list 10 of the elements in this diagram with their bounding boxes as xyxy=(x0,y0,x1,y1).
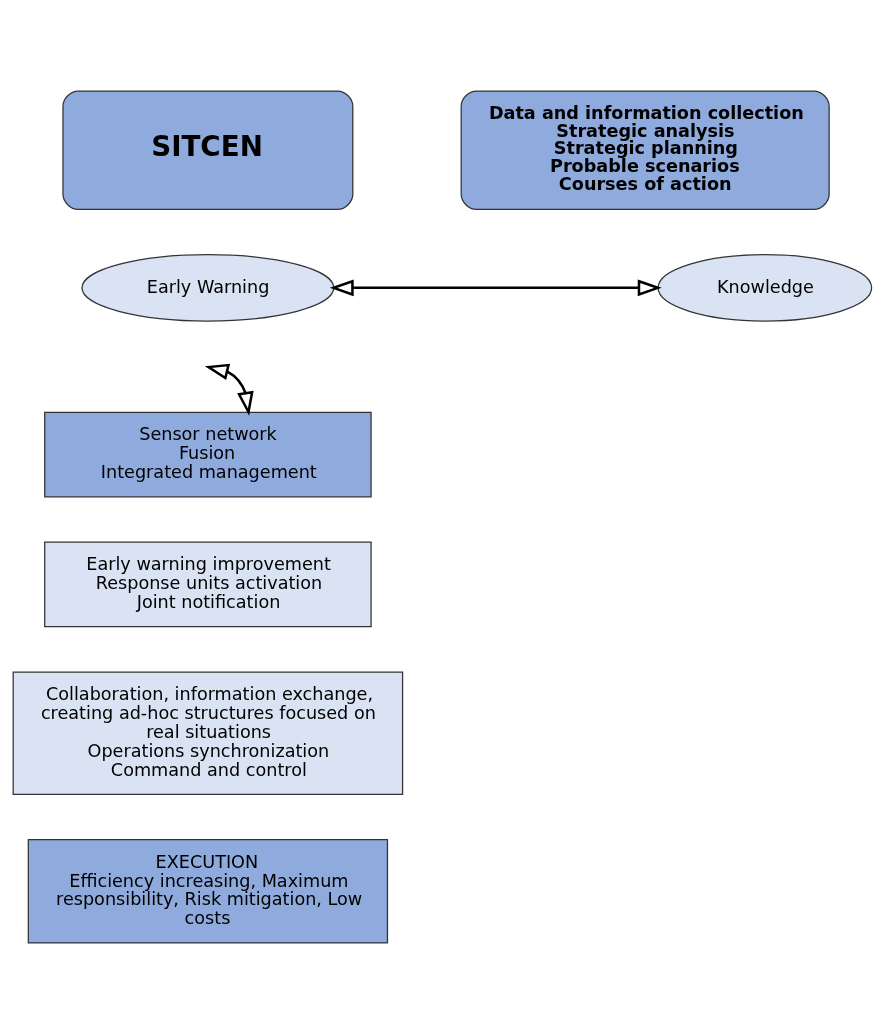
node-box: Data and information collection Strategic analysis Strategic planning Probable scenarios Courses of action xyxy=(460,89,830,210)
node-box: Collaboration, information exchange, creating ad-hoc structures focused on real situations Operations synchronization Command and control xyxy=(12,670,404,795)
node-box: Sensor network Fusion Integrated management xyxy=(44,411,372,497)
node-ellipse: Early Warning xyxy=(81,253,335,322)
arrow xyxy=(329,278,662,296)
node-box: SITCEN xyxy=(62,89,354,210)
node-box: Early warning improvement Response units activation Joint notification xyxy=(44,541,372,627)
node-box: EXECUTION Efficiency increasing, Maximum responsibility, Risk mitigation, Low costs xyxy=(27,838,389,944)
node-ellipse: Knowledge xyxy=(657,253,873,322)
arrow xyxy=(204,363,254,416)
